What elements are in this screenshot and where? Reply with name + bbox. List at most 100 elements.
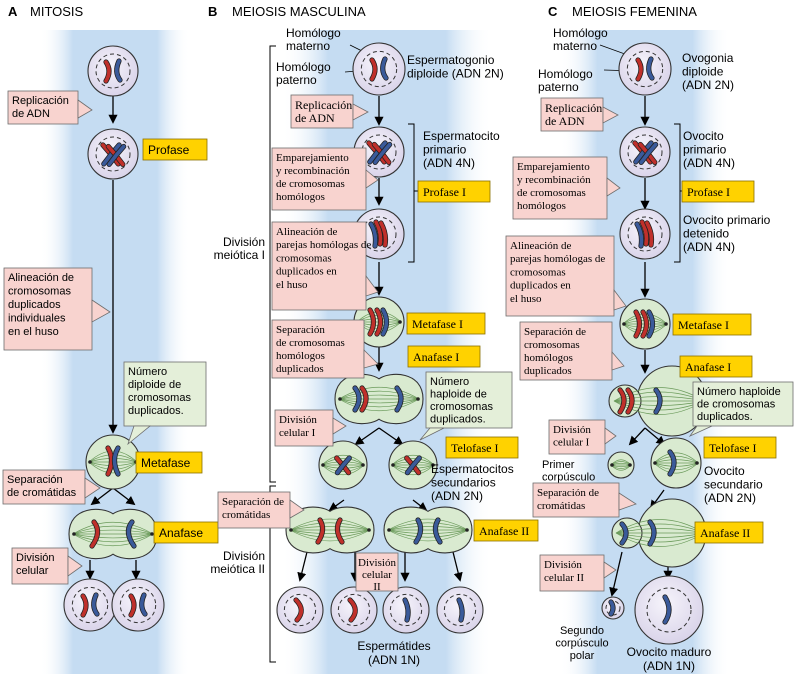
male-spermatids-label: Espermátides(ADN 1N) <box>357 639 430 667</box>
female-secondary-oocyte <box>650 437 702 489</box>
brackets <box>269 45 684 663</box>
male-letter: B <box>208 4 217 19</box>
mitosis-metaphase-label: Metafase <box>135 451 203 474</box>
mitosis-letter: A <box>8 4 18 19</box>
svg-text:Metafase: Metafase <box>141 456 191 470</box>
male-metaphase1-label: Metafase I <box>406 312 486 335</box>
meiotic-division-2-bracket <box>269 485 276 663</box>
female-anaphase2-label: Anafase II <box>694 521 764 544</box>
female-primary-oocyte <box>619 126 671 178</box>
svg-text:Metafase I: Metafase I <box>412 317 463 331</box>
svg-text:Telofase I: Telofase I <box>709 441 756 455</box>
svg-text:Profase: Profase <box>148 143 190 157</box>
male-anaphase2-cell-1 <box>285 506 375 554</box>
female-metaphase1-label: Metafase I <box>672 313 752 336</box>
male-prophase1-label: Profase I <box>417 180 491 203</box>
female-mature-oocyte <box>634 575 704 645</box>
mitosis-daughter-2 <box>111 578 165 632</box>
female-oogonium <box>618 42 672 96</box>
female-metaphase-cell <box>619 298 671 350</box>
male-secondary-spermatocyte-1 <box>318 440 368 490</box>
svg-text:Telofase I: Telofase I <box>451 441 498 455</box>
mitosis-daughter-1 <box>63 578 117 632</box>
female-first-polar-body <box>607 451 635 479</box>
male-anaphase-cell <box>334 373 424 425</box>
svg-text:Anafase: Anafase <box>159 526 203 540</box>
female-telophase1-label: Telofase I <box>703 436 777 459</box>
male-anaphase2-label: Anafase II <box>473 519 539 542</box>
mitosis-cell-prophase <box>87 128 139 180</box>
mitosis-prophase-label: Profase <box>142 138 208 161</box>
mitosis-cell-anaphase <box>68 508 158 560</box>
female-prophase1-label: Profase I <box>681 180 755 203</box>
svg-text:Anafase I: Anafase I <box>413 350 459 364</box>
female-anaphase-cell <box>608 365 708 437</box>
male-spermatogonium <box>352 42 406 96</box>
male-title: MEIOSIS MASCULINA <box>232 4 366 19</box>
male-telophase1-label: Telofase I <box>445 436 519 459</box>
cells <box>63 42 708 645</box>
female-anaphase1-label: Anafase I <box>679 355 753 378</box>
meiotic-division-1-bracket <box>269 45 276 483</box>
female-title: MEIOSIS FEMENINA <box>572 4 697 19</box>
mitosis-cell-metaphase <box>85 434 141 490</box>
male-secondary-spermatocyte-2 <box>388 440 438 490</box>
svg-text:Profase I: Profase I <box>687 185 730 199</box>
svg-text:Anafase II: Anafase II <box>479 524 529 538</box>
male-metaphase-cell <box>353 296 405 348</box>
flow-arrows <box>85 96 673 597</box>
female-anaphase2-cell <box>611 498 707 568</box>
female-second-polar-body <box>601 596 625 620</box>
svg-text:Anafase II: Anafase II <box>700 526 750 540</box>
male-pairing-cell <box>353 208 405 260</box>
mitosis-anaphase-label: Anafase <box>153 521 219 544</box>
female-prophase-bracket <box>674 123 681 263</box>
male-spermatid-2 <box>330 586 378 634</box>
male-prophase-bracket <box>408 123 415 263</box>
